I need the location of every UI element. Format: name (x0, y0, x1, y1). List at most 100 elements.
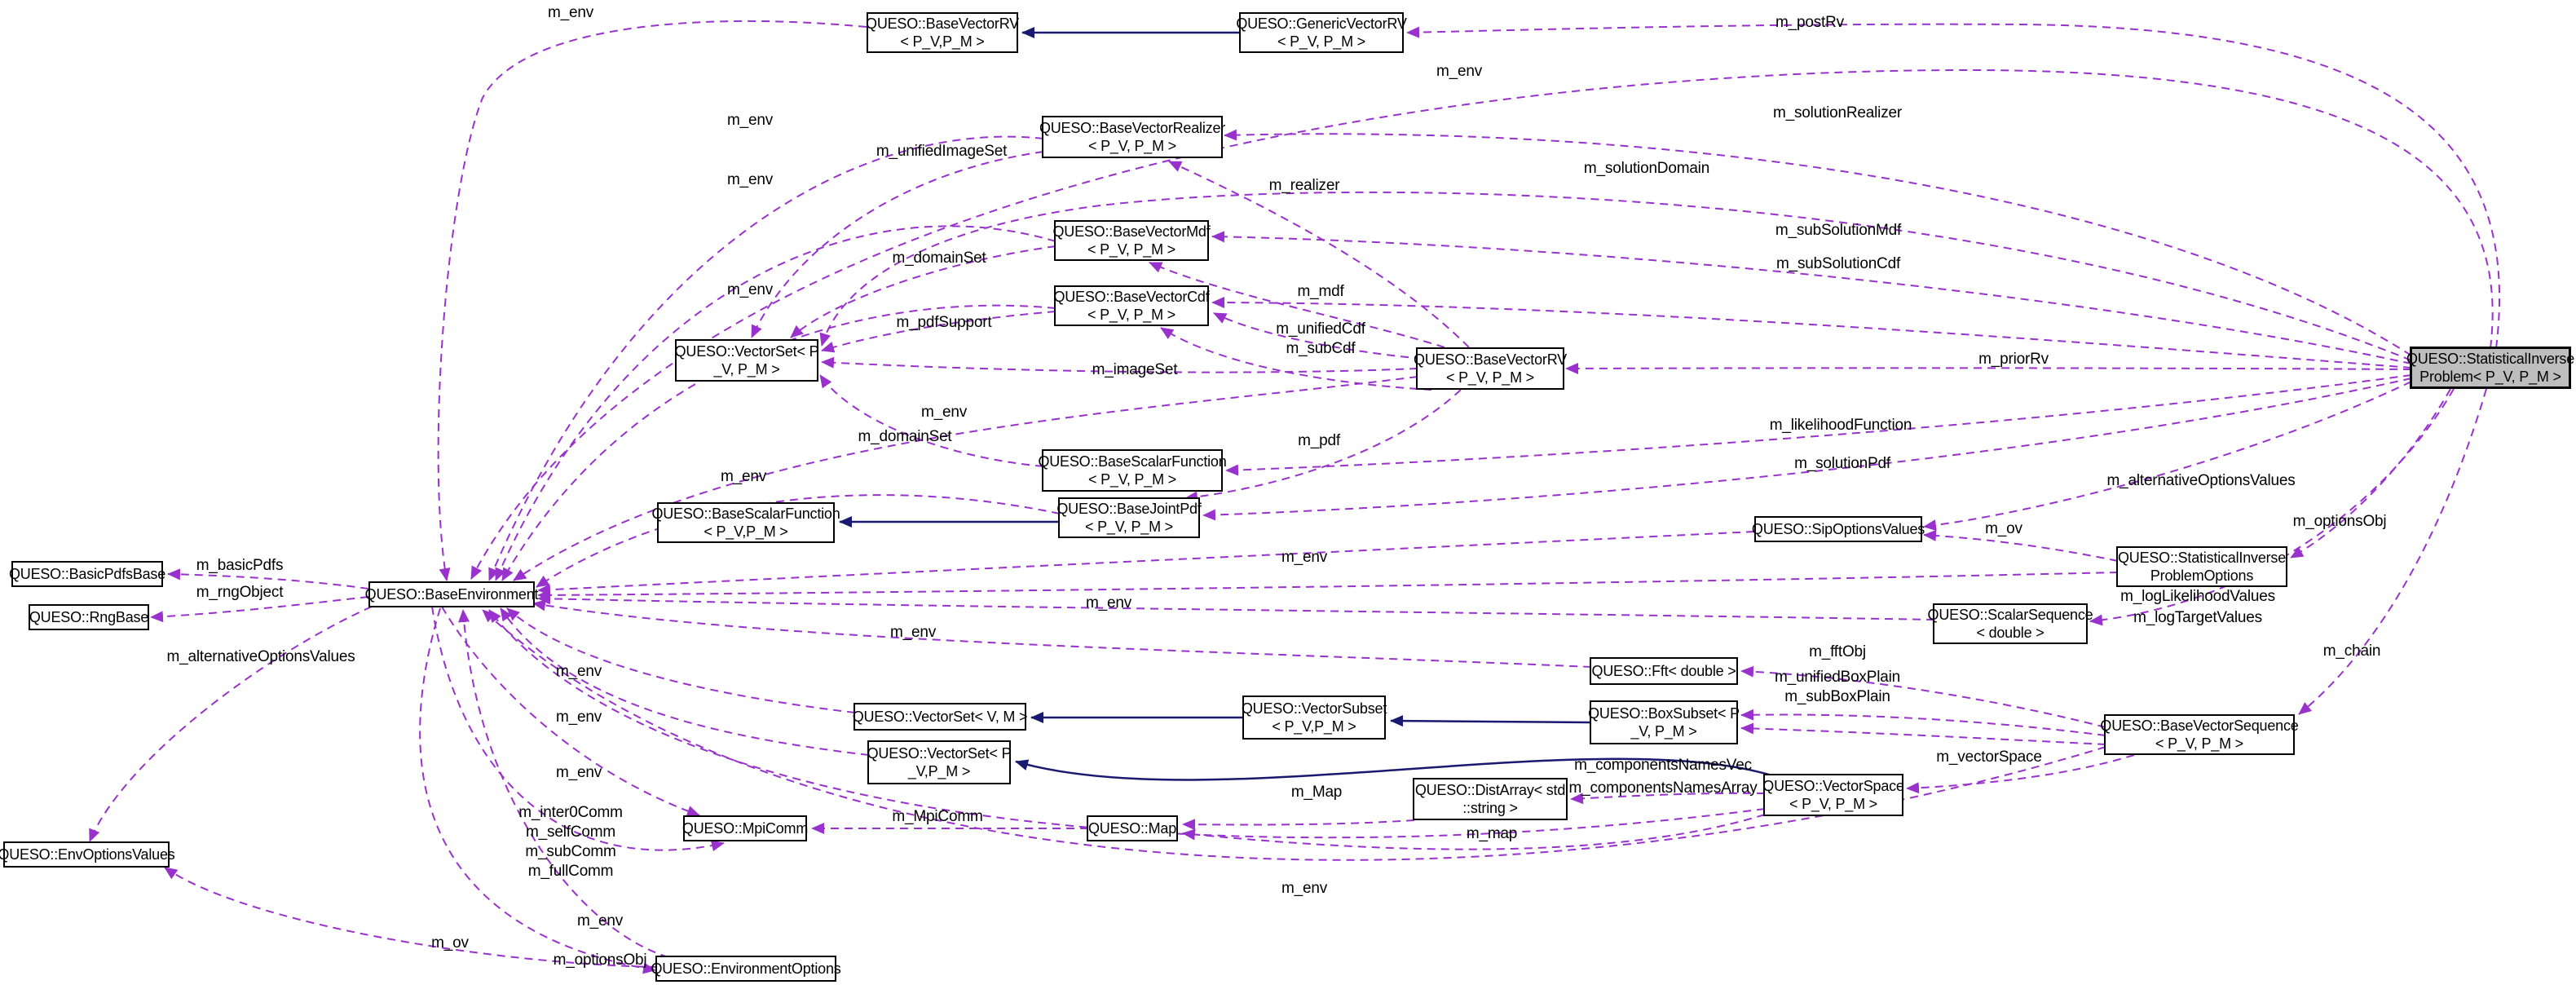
class-node-dist-array[interactable]: QUESO::DistArray< std::string > (1413, 778, 1568, 820)
member-edge (1923, 381, 2412, 532)
class-node-label: QUESO::VectorSet< V, M > (852, 709, 1028, 725)
member-edge (164, 867, 658, 968)
class-node-env-options-values[interactable]: QUESO::EnvOptionsValues (0, 841, 175, 868)
class-node-base-vector-cdf[interactable]: QUESO::BaseVectorCdf< P_V, P_M > (1053, 285, 1210, 326)
class-node-label: QUESO::BaseVectorRV (1414, 351, 1567, 368)
member-edge (1740, 665, 2106, 728)
edge-label: m_subCdf (1286, 340, 1356, 357)
edge-label: m_env (576, 912, 624, 930)
member-edge (441, 606, 700, 817)
edge-label: m_unifiedImageSet (876, 143, 1008, 160)
class-node-vector-subset[interactable]: QUESO::VectorSubset< P_V,P_M > (1242, 696, 1387, 740)
class-node-vector-set-pv-pm-2[interactable]: QUESO::VectorSet< P_V,P_M > (867, 740, 1012, 784)
class-node-generic-vector-rv[interactable]: QUESO::GenericVectorRV< P_V, P_M > (1236, 12, 1407, 53)
class-node-label: _V, P_M > (1630, 723, 1697, 740)
class-node-base-scalar-function-mid[interactable]: QUESO::BaseScalarFunction< P_V, P_M > (1038, 449, 1227, 492)
class-node-mpi-comm[interactable]: QUESO::MpiComm (682, 815, 808, 841)
member-edge (437, 20, 867, 581)
class-node-base-vector-rv-top[interactable]: QUESO::BaseVectorRV< P_V,P_M > (866, 12, 1019, 53)
edge-label: m_mdf (1297, 283, 1344, 300)
edge-label: m_ov (431, 934, 469, 952)
edge-label: m_Map (1290, 784, 1343, 801)
class-node-base-vector-mdf[interactable]: QUESO::BaseVectorMdf< P_V, P_M > (1052, 220, 1211, 261)
class-node-environment-options[interactable]: QUESO::EnvironmentOptions (651, 956, 841, 982)
edge-label: m_alternativeOptionsValues (166, 648, 355, 665)
edge-label: m_optionsObj (2292, 513, 2387, 530)
member-edge (458, 609, 669, 958)
class-node-label: < P_V, P_M > (1445, 369, 1534, 386)
class-node-base-vector-rv-mid[interactable]: QUESO::BaseVectorRV< P_V, P_M > (1414, 347, 1567, 390)
edge-label: m_subSolutionCdf (1775, 255, 1901, 272)
inheritance-edge (1390, 715, 1590, 727)
edge-label: m_pdf (1298, 432, 1340, 449)
class-node-label: QUESO::RngBase (29, 609, 149, 625)
member-edge (1923, 529, 2119, 562)
class-node-label: QUESO::VectorSet< P (674, 343, 819, 360)
edge-label: m_rngObject (196, 584, 284, 601)
class-node-label: < P_V,P_M > (900, 33, 985, 50)
class-node-label: QUESO::ScalarSequence (1927, 607, 2093, 623)
member-edge (500, 607, 870, 756)
class-node-vector-set-vm[interactable]: QUESO::VectorSet< V, M > (852, 703, 1028, 731)
member-edge (1406, 23, 2500, 349)
member-edge (821, 311, 1056, 353)
class-node-label: QUESO::Fft< double > (1591, 663, 1736, 679)
edge-label: m_logTargetValues (2133, 609, 2262, 626)
edge-label: m_map (1466, 825, 1518, 842)
class-node-scalar-sequence[interactable]: QUESO::ScalarSequence< double > (1928, 603, 2093, 644)
edge-label: m_MpiComm (892, 808, 983, 825)
edge-label: m_env (555, 663, 602, 680)
member-edge (1740, 709, 2106, 736)
member-edge (495, 225, 1056, 581)
edge-label: m_componentsNamesVec (1574, 757, 1752, 774)
member-edge (1570, 792, 1766, 805)
class-node-box-subset[interactable]: QUESO::BoxSubset< P_V, P_M > (1588, 700, 1740, 744)
class-node-base-environment[interactable]: QUESO::BaseEnvironment (365, 581, 539, 607)
edge-label: m_basicPdfs (196, 557, 284, 574)
edge-label: m_env (920, 404, 968, 421)
class-node-label: QUESO::BaseScalarFunction (651, 506, 840, 522)
member-edge (819, 374, 1044, 467)
edge-label: m_priorRv (1978, 351, 2049, 368)
class-node-label: _V, P_M > (713, 361, 780, 378)
class-node-sip-options-values[interactable]: QUESO::SipOptionsValues (1752, 516, 1925, 542)
member-edge (1906, 754, 2135, 794)
class-node-label: QUESO::GenericVectorRV (1236, 15, 1407, 32)
class-node-rng-base[interactable]: QUESO::RngBase (29, 604, 149, 630)
edge-label: m_ov (1985, 520, 2022, 537)
member-edge (470, 68, 2494, 580)
class-node-base-vector-realizer[interactable]: QUESO::BaseVectorRealizer< P_V, P_M > (1039, 116, 1226, 158)
edge-label: m_postRv (1775, 14, 1844, 31)
member-edge (506, 607, 856, 713)
class-node-base-scalar-function-left[interactable]: QUESO::BaseScalarFunction< P_V,P_M > (651, 502, 840, 543)
edge-label: m_env (726, 281, 774, 298)
class-node-label: QUESO::VectorSet< P (867, 745, 1012, 762)
class-node-label: QUESO::BaseVectorSequence (2100, 718, 2299, 734)
member-edge (89, 606, 373, 842)
edge-label: m_likelihoodFunction (1769, 417, 1912, 434)
class-node-label: QUESO::DistArray< std (1414, 782, 1566, 798)
class-node-vector-space[interactable]: QUESO::VectorSpace< P_V, P_M > (1762, 774, 1904, 816)
class-node-fft-double[interactable]: QUESO::Fft< double > (1590, 657, 1738, 685)
member-edge (537, 593, 1935, 620)
member-edge (150, 596, 369, 623)
edge-label: m_env (1085, 594, 1132, 612)
class-node-label: QUESO::BaseVectorRealizer (1039, 120, 1226, 136)
edge-label: m_unifiedBoxPlain (1775, 669, 1900, 686)
class-node-vector-set-pv-pm[interactable]: QUESO::VectorSet< P_V, P_M > (674, 339, 819, 382)
edge-label: m_env (555, 709, 602, 726)
class-node-label: < P_V,P_M > (704, 523, 788, 540)
class-node-map[interactable]: QUESO::Map (1087, 815, 1178, 841)
edge-label: m_imageSet (1092, 361, 1178, 378)
edge-label: m_env (726, 171, 774, 188)
class-node-base-joint-pdf[interactable]: QUESO::BaseJointPdf< P_V, P_M > (1056, 497, 1202, 538)
class-node-base-vector-sequence[interactable]: QUESO::BaseVectorSequence< P_V, P_M > (2100, 714, 2299, 755)
member-edge (821, 356, 1418, 373)
class-node-label: ProblemOptions (2150, 567, 2254, 584)
class-node-label: < P_V, P_M > (1084, 519, 1173, 535)
member-edge (1202, 378, 2412, 521)
class-node-basic-pdfs-base[interactable]: QUESO::BasicPdfsBase (9, 561, 165, 587)
